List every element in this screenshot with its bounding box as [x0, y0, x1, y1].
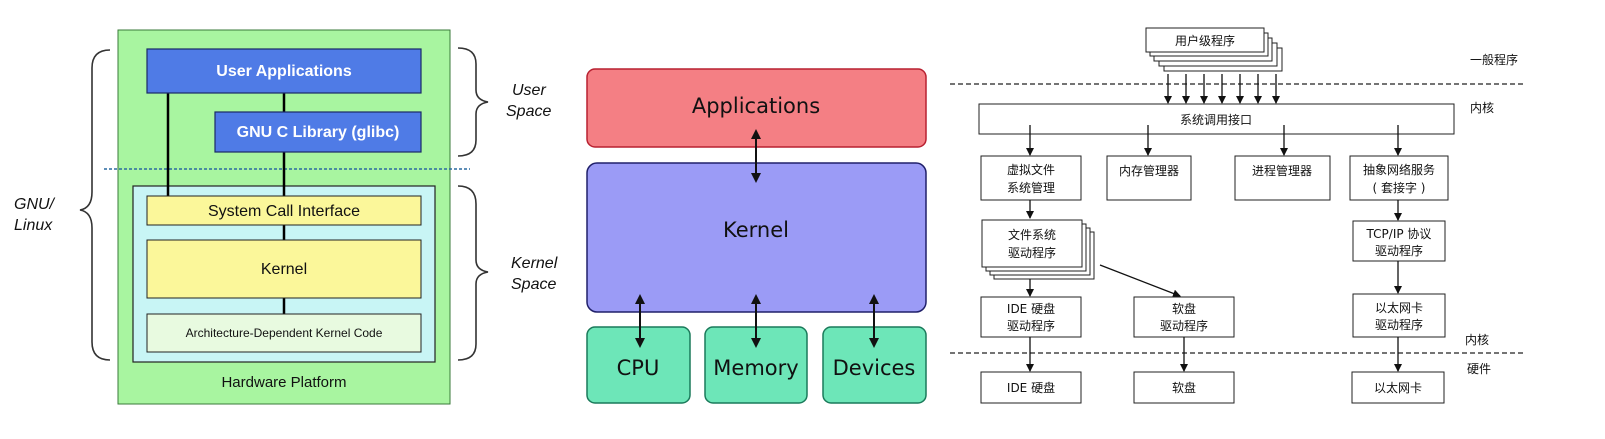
eth-driver-label: 驱动程序: [1375, 317, 1423, 332]
floppy-driver-label: 软盘: [1172, 301, 1196, 316]
arch-code-box: [146, 313, 422, 353]
syscall-interface-label: System Call Interface: [208, 203, 360, 220]
eth-card-box: [1351, 371, 1445, 404]
gnu-linux-label: GNU/: [14, 196, 56, 213]
tcpip-label: 驱动程序: [1375, 243, 1423, 258]
syscall-arrows: [1164, 74, 1280, 104]
fs-driver-box: [981, 219, 1083, 268]
subsystem-arrows: [1026, 125, 1402, 156]
tcpip-label: TCP/IP 协议: [1366, 226, 1432, 241]
hardware-label: 硬件: [1467, 362, 1491, 376]
hardware-platform-label: Hardware Platform: [221, 374, 346, 391]
kernel-label: Kernel: [723, 218, 789, 242]
process-manager-label: 进程管理器: [1252, 163, 1312, 178]
tcpip-box: [1352, 220, 1446, 262]
eth-card-label: 以太网卡: [1374, 380, 1422, 395]
kernel-space-label: Space: [511, 276, 556, 293]
syscall-interface-box: [146, 195, 422, 226]
memory-manager-label: 内存管理器: [1119, 163, 1179, 178]
floppy-label: 软盘: [1172, 380, 1196, 395]
kernel-modules-diagram-cn: 用户级程序 一般程序 内核 系统调用接口 虚拟文件 系统管理 内存管理器 进: [950, 27, 1525, 404]
network-service-label: 抽象网络服务: [1363, 162, 1435, 177]
fs-driver-label: 文件系统: [1008, 227, 1056, 242]
vfs-box: [980, 155, 1082, 201]
gnu-linux-label: Linux: [14, 217, 53, 234]
vfs-label: 虚拟文件: [1007, 162, 1055, 177]
syscall-interface-label: 系统调用接口: [1180, 112, 1252, 127]
eth-driver-box: [1352, 293, 1446, 338]
gnu-linux-brace: [79, 49, 111, 361]
general-programs-label: 一般程序: [1470, 52, 1518, 67]
memory-label: Memory: [713, 356, 798, 380]
floppy-box: [1133, 371, 1235, 404]
arch-code-label: Architecture-Dependent Kernel Code: [186, 326, 383, 340]
ide-driver-label: IDE 硬盘: [1007, 301, 1055, 316]
network-service-label: ( 套接字 ): [1373, 180, 1426, 195]
fs-driver-label: 驱动程序: [1008, 245, 1056, 260]
syscall-interface-box: [978, 103, 1455, 135]
kernel-space-brace: [457, 185, 489, 361]
linux-architecture-diagram: User Applications GNU C Library (glibc) …: [14, 29, 558, 405]
user-programs-label: 用户级程序: [1175, 33, 1235, 48]
floppy-driver-box: [1133, 296, 1235, 338]
cpu-label: CPU: [617, 356, 660, 380]
glibc-box: [214, 111, 422, 153]
user-applications-label: User Applications: [216, 63, 352, 80]
floppy-driver-label: 驱动程序: [1160, 318, 1208, 333]
network-service-box: [1349, 155, 1449, 201]
ide-driver-label: 驱动程序: [1007, 318, 1055, 333]
eth-driver-label: 以太网卡: [1375, 300, 1423, 315]
ide-disk-box: [980, 371, 1082, 404]
kernel-label-top: 内核: [1470, 101, 1494, 115]
lower-arrows: [1026, 261, 1402, 298]
devices-label: Devices: [833, 356, 916, 380]
user-applications-box: [146, 48, 422, 94]
ide-driver-box: [980, 296, 1082, 338]
user-programs-box: [1145, 27, 1265, 53]
ide-disk-label: IDE 硬盘: [1007, 380, 1055, 395]
user-space-label: Space: [506, 103, 551, 120]
kernel-label-bottom: 内核: [1465, 333, 1489, 347]
vfs-label: 系统管理: [1007, 180, 1055, 195]
kernel-space-label: Kernel: [511, 255, 558, 272]
memory-manager-box: [1106, 155, 1192, 201]
kernel-box: [146, 239, 422, 299]
user-space-label: User: [512, 82, 546, 99]
hardware-arrows: [1026, 337, 1402, 372]
driver-arrows: [1026, 200, 1402, 221]
applications-label: Applications: [692, 94, 820, 118]
user-space-brace: [457, 47, 489, 157]
kernel-overview-diagram: Applications Kernel CPU Memory Devices: [586, 68, 927, 404]
kernel-label: Kernel: [261, 261, 307, 278]
glibc-label: GNU C Library (glibc): [237, 124, 400, 141]
process-manager-box: [1234, 155, 1331, 201]
